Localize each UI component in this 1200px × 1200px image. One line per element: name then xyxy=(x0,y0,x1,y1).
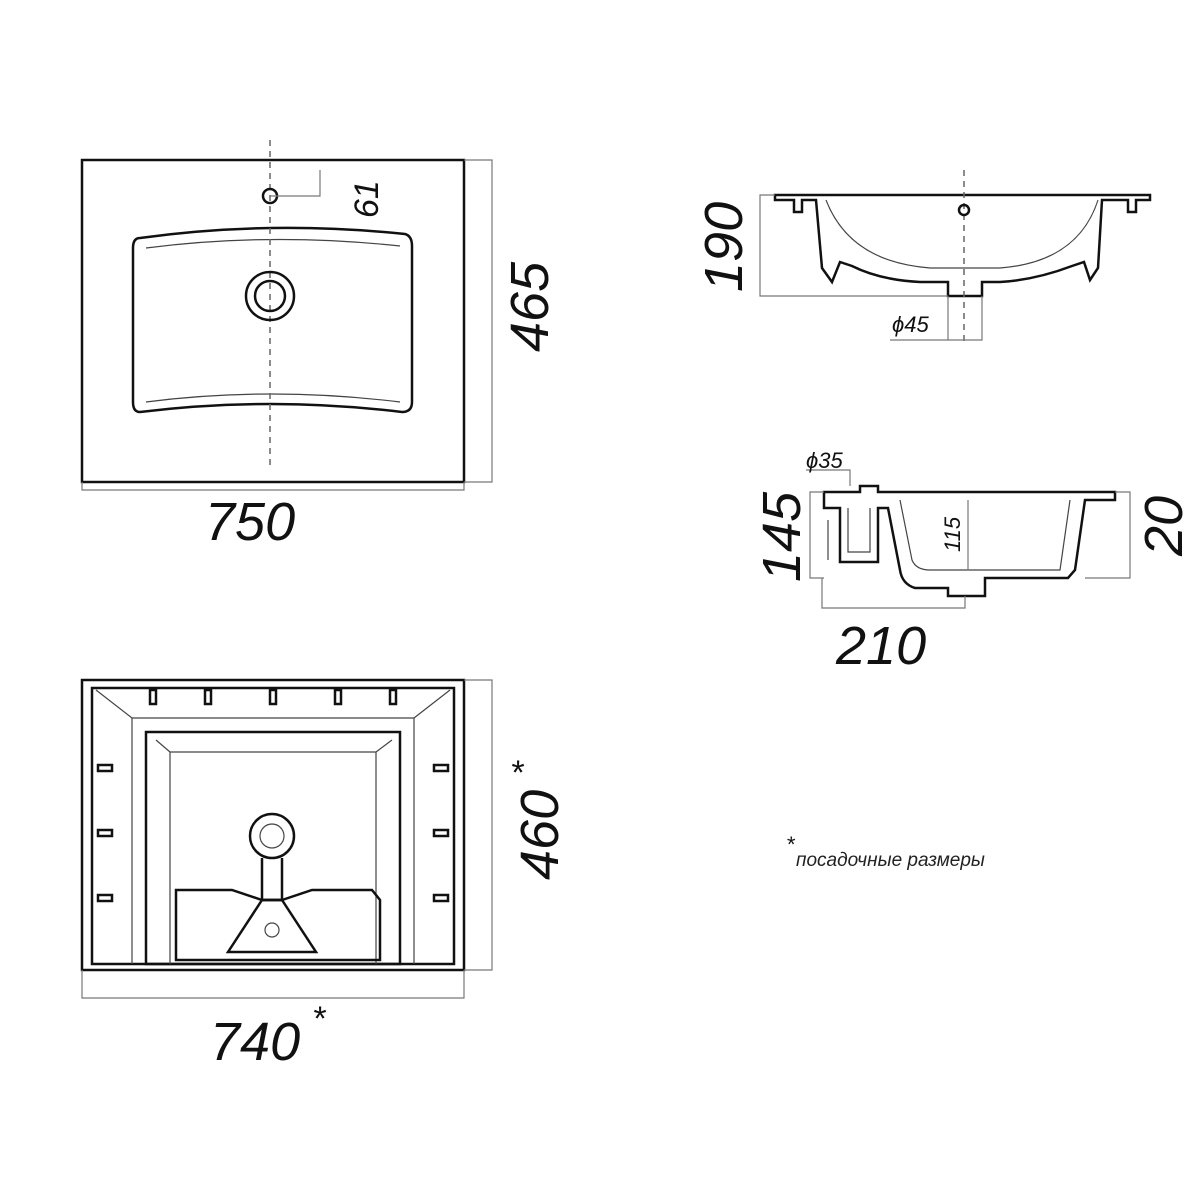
dim-line-top-width xyxy=(81,482,465,491)
dim-mount-depth-asterisk: * xyxy=(510,754,525,792)
bottom-view-drain-outer xyxy=(248,812,296,860)
side-view-bowl-curve xyxy=(825,199,1099,269)
side-view-tap-hole xyxy=(957,203,971,217)
bottom-view-drain-pipe xyxy=(260,858,284,902)
dim-line-mount-width xyxy=(81,970,465,999)
dim-mount-width: 740 xyxy=(210,1012,300,1072)
dim-line-mount-depth xyxy=(464,679,493,971)
note-mounting-dimensions: посадочные размеры xyxy=(796,850,985,871)
top-view-outline xyxy=(80,158,466,484)
side-view: 190 ϕ45 xyxy=(694,170,1152,342)
dim-section-height: 145 xyxy=(752,491,812,582)
bottom-view-support-frame xyxy=(174,888,382,962)
bottom-view-drain-inner xyxy=(259,823,285,849)
bottom-view-support-triangle xyxy=(225,898,319,954)
bottom-view-rim-ribs xyxy=(96,688,450,903)
top-view-bowl xyxy=(131,226,414,414)
dim-rim-thickness: 20 xyxy=(1134,496,1194,557)
dim-section-width: 210 xyxy=(835,616,926,676)
section-view-overflow xyxy=(847,508,871,553)
dim-drain-diameter: ϕ45 xyxy=(892,312,929,337)
bottom-view-inner-rim xyxy=(90,686,456,966)
bottom-view-rim-bevel-top xyxy=(95,689,451,719)
dim-top-depth: 465 xyxy=(500,261,560,352)
top-view-bowl-lower-edge xyxy=(145,393,401,403)
dim-line-rim xyxy=(1085,491,1131,579)
dim-line-drain xyxy=(947,296,983,341)
bottom-view-bowl xyxy=(144,730,402,966)
top-view: 61 465 750 xyxy=(80,140,560,552)
dim-side-height: 190 xyxy=(694,202,754,292)
section-view-outline xyxy=(822,484,1117,598)
drain-hole-inner xyxy=(253,279,287,313)
dim-top-width: 750 xyxy=(205,492,295,552)
dim-section-inner-depth: 115 xyxy=(940,516,965,552)
dim-line-section-height xyxy=(809,491,824,579)
bottom-view-bowl-bevel xyxy=(155,739,393,753)
dim-tap-hole-offset: 61 xyxy=(348,180,386,218)
bottom-view: 460 * 740 * xyxy=(80,678,570,1072)
drain-hole-outer xyxy=(244,270,296,322)
top-view-bowl-upper-edge xyxy=(145,238,401,249)
tap-hole-leader xyxy=(270,170,321,197)
dim-line-top-depth xyxy=(464,159,493,483)
section-view: ϕ35 145 115 20 210 xyxy=(752,448,1194,676)
bottom-view-outline xyxy=(80,678,466,972)
dim-overflow-diameter: ϕ35 xyxy=(806,448,843,473)
dim-mount-depth: 460 xyxy=(510,790,570,880)
note-asterisk: * xyxy=(786,832,796,857)
bottom-view-bolt-hole xyxy=(264,922,280,938)
dim-line-side-height xyxy=(759,194,948,297)
dim-line-section-width xyxy=(821,578,966,609)
dim-line-overflow xyxy=(806,469,851,486)
section-view-bowl xyxy=(899,499,1071,571)
dim-mount-width-asterisk: * xyxy=(312,1000,327,1038)
